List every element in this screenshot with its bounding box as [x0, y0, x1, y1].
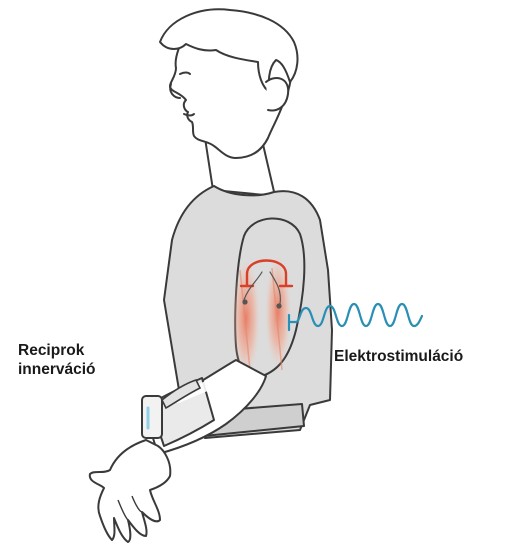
reciprocal-label-line2: innerváció — [18, 360, 96, 379]
electrostimulation-label: Elektrostimuláció — [334, 347, 463, 366]
head — [160, 9, 297, 196]
hand — [90, 440, 171, 542]
reciprocal-innervation-label: Reciprok innerváció — [18, 341, 96, 379]
reciprocal-label-line1: Reciprok — [18, 341, 96, 360]
